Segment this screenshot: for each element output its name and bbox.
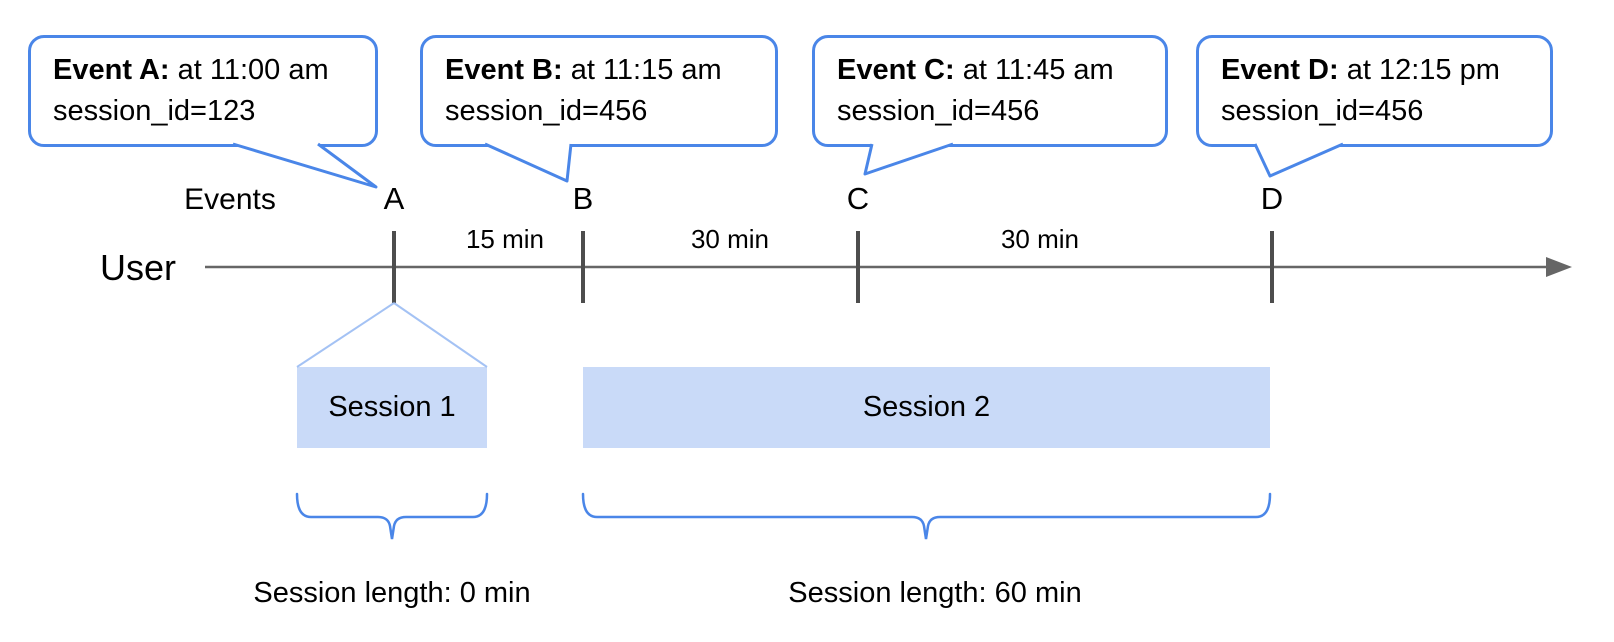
event-a-bubble: Event A: at 11:00 am session_id=123	[28, 35, 378, 147]
timeline-arrowhead-icon	[1546, 257, 1572, 277]
event-c-title: Event C:	[837, 54, 955, 86]
event-d-letter: D	[1260, 181, 1284, 216]
interval-a-b-label: 15 min	[465, 224, 545, 254]
interval-c-d-label: 30 min	[1000, 224, 1080, 254]
event-d-headline: Event D: at 12:15 pm	[1221, 50, 1550, 91]
event-d-session-id: session_id=456	[1221, 95, 1424, 127]
session-2-brace	[581, 492, 1272, 540]
event-b-session-id: session_id=456	[445, 95, 648, 127]
event-a-time: at 11:00 am	[169, 54, 329, 86]
session-1-brace	[295, 492, 489, 540]
event-b-letter: B	[572, 181, 594, 216]
event-c-time: at 11:45 am	[954, 54, 1114, 86]
event-b-bubble: Event B: at 11:15 am session_id=456	[420, 35, 778, 147]
event-a-bubble-tail	[232, 142, 378, 189]
session-1-box: Session 1	[297, 367, 487, 448]
event-a-letter: A	[383, 181, 405, 216]
event-c-session-id: session_id=456	[837, 95, 1040, 127]
event-a-title: Event A:	[53, 54, 170, 86]
session-2-box: Session 2	[583, 367, 1270, 448]
event-b-headline: Event B: at 11:15 am	[445, 50, 775, 91]
event-d-bubble-tail	[1253, 142, 1344, 178]
event-c-bubble-tail	[863, 142, 954, 176]
event-d-time: at 12:15 pm	[1338, 54, 1500, 86]
event-a-session-id: session_id=123	[53, 95, 256, 127]
session-1-length-label: Session length: 0 min	[253, 577, 531, 609]
event-b-title: Event B:	[445, 54, 563, 86]
interval-b-c-label: 30 min	[690, 224, 770, 254]
event-b-time: at 11:15 am	[562, 54, 722, 86]
event-c-headline: Event C: at 11:45 am	[837, 50, 1165, 91]
session-1-funnel-left	[296, 302, 395, 368]
event-d-bubble: Event D: at 12:15 pm session_id=456	[1196, 35, 1553, 147]
event-d-title: Event D:	[1221, 54, 1339, 86]
session-2-length-label: Session length: 60 min	[788, 577, 1082, 609]
event-a-headline: Event A: at 11:00 am	[53, 50, 375, 91]
event-b-bubble-tail	[484, 142, 573, 183]
events-axis-label: Events	[184, 183, 276, 216]
event-c-bubble: Event C: at 11:45 am session_id=456	[812, 35, 1168, 147]
session-1-funnel-right	[393, 302, 488, 368]
user-axis-label: User	[99, 247, 176, 288]
session-1-label: Session 1	[328, 391, 456, 423]
event-c-letter: C	[846, 181, 870, 216]
session-2-label: Session 2	[862, 391, 991, 423]
